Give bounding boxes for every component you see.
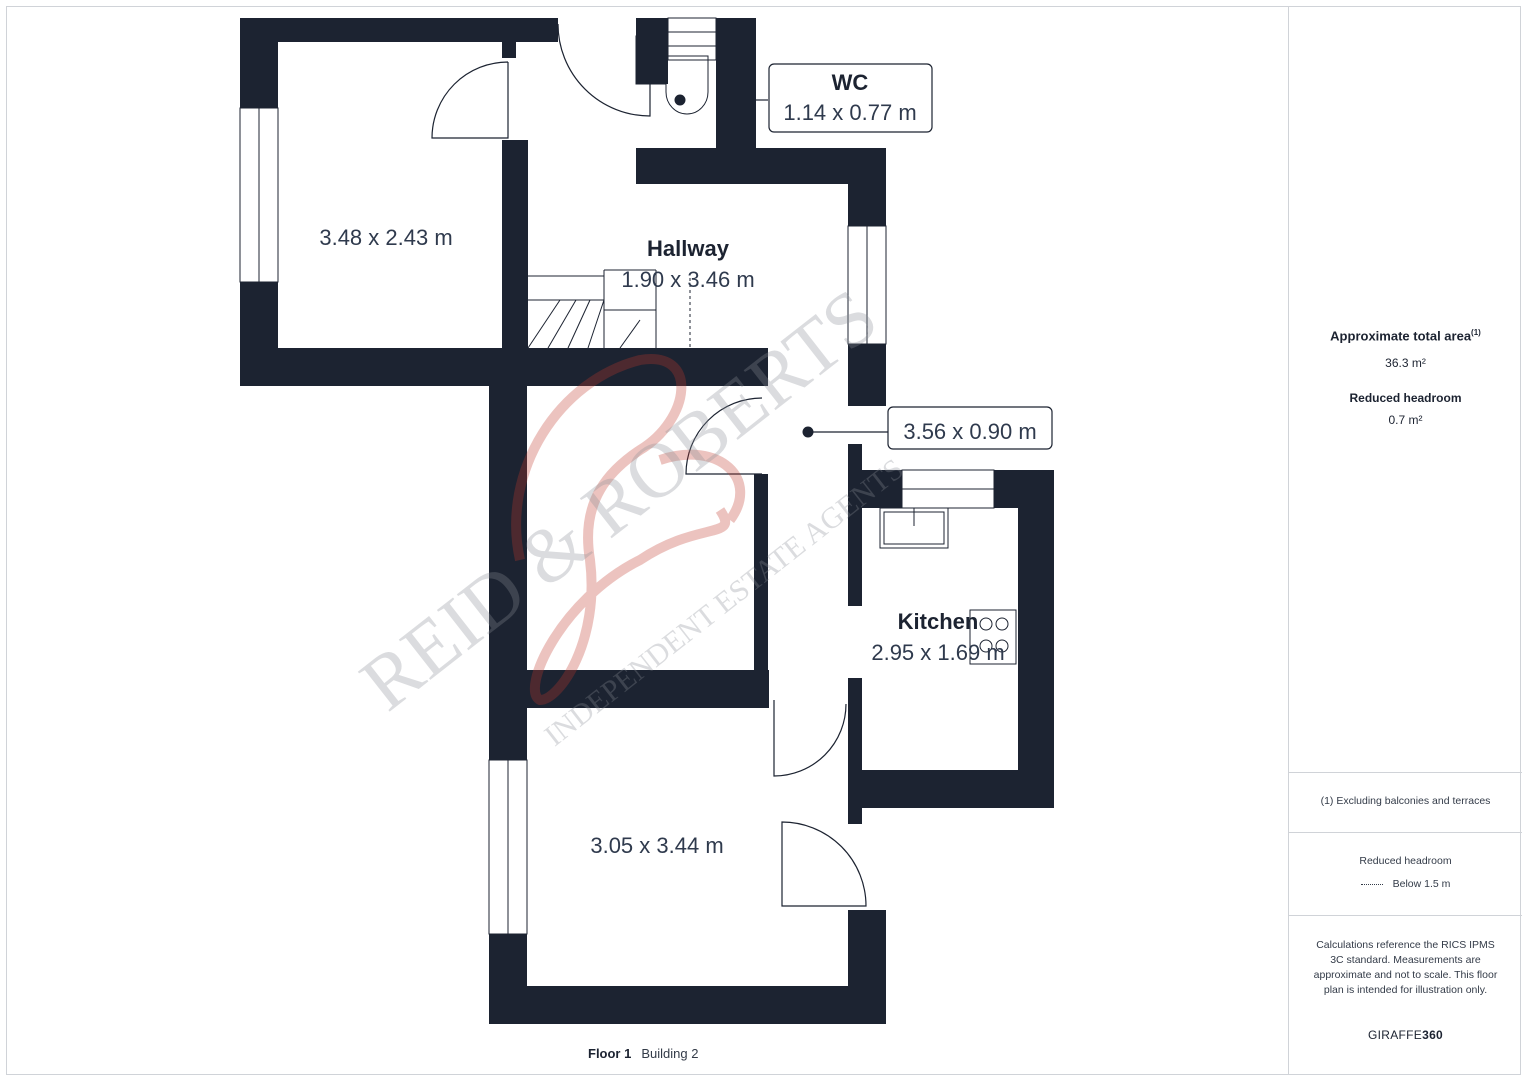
kitchen-dims: 2.95 x 1.69 m — [871, 640, 1004, 665]
toilet-icon — [665, 55, 709, 115]
stairs — [527, 17, 717, 349]
hallway-name: Hallway — [647, 236, 730, 261]
bedroom-bottom-dims: 3.05 x 3.44 m — [590, 833, 723, 858]
landing-label-box — [887, 406, 1053, 450]
legend-title: Reduced headroom — [1359, 855, 1452, 867]
door-wc — [557, 23, 651, 117]
total-area-label: Approximate total area — [1330, 328, 1472, 344]
floor-caption: Floor 1 Building 2 — [588, 1046, 698, 1061]
brand-prefix: GIRAFFE — [1367, 1028, 1423, 1042]
divider — [1289, 832, 1522, 833]
footnote: (1) Excluding balconies and terraces — [1320, 795, 1491, 807]
info-panel: Approximate total area(1) 36.3 m² Reduce… — [1288, 6, 1522, 1075]
wc-dims: 1.14 x 0.77 m — [783, 100, 916, 125]
reduced-headroom-label: Reduced headroom — [1349, 391, 1462, 405]
legend-item: Below 1.5 m — [1392, 878, 1451, 890]
watermark-monogram — [511, 354, 746, 706]
divider — [1289, 915, 1522, 916]
door-entrance — [781, 821, 867, 907]
floor-label: Floor 1 — [588, 1046, 632, 1061]
reduced-headroom-value: 0.7 m² — [1388, 413, 1423, 427]
landing-dims: 3.56 x 0.90 m — [903, 419, 1036, 444]
total-area-heading: Approximate total area(1) — [1289, 328, 1522, 343]
page-frame — [6, 6, 1521, 1075]
disclaimer: Calculations reference the RICS IPMS 3C … — [1313, 939, 1498, 996]
dotted-line-icon — [1360, 883, 1383, 885]
windows — [239, 107, 995, 935]
legend-row: Below 1.5 m — [1289, 878, 1522, 890]
bedroom-top-dims: 3.48 x 2.43 m — [319, 225, 452, 250]
giraffe360-logo: GIRAFFE360 — [1289, 1028, 1522, 1042]
kitchen-name: Kitchen — [898, 609, 979, 634]
wc-label-box — [768, 63, 933, 133]
doors — [431, 23, 867, 907]
total-area-footnote-ref: (1) — [1471, 328, 1481, 337]
door-middle — [685, 397, 763, 475]
brand-suffix: 360 — [1422, 1028, 1444, 1042]
fixtures — [665, 55, 1017, 665]
watermark-brand: REID & ROBERTS — [344, 272, 892, 727]
building-label: Building 2 — [641, 1046, 699, 1061]
door-bedroom-top — [431, 61, 509, 139]
dimension-pointers — [756, 99, 888, 438]
door-bottom-hall — [773, 700, 847, 777]
total-area-value: 36.3 m² — [1385, 356, 1426, 370]
walls — [240, 18, 1054, 1024]
room-labels: WC 1.14 x 0.77 m 3.48 x 2.43 m Hallway 1… — [319, 63, 1053, 858]
hob-icon — [969, 609, 1017, 665]
hallway-dims: 1.90 x 3.46 m — [621, 267, 754, 292]
watermark: REID & ROBERTS INDEPENDENT ESTATE AGENTS — [344, 272, 909, 753]
divider — [1289, 772, 1522, 773]
wc-name: WC — [832, 70, 869, 95]
